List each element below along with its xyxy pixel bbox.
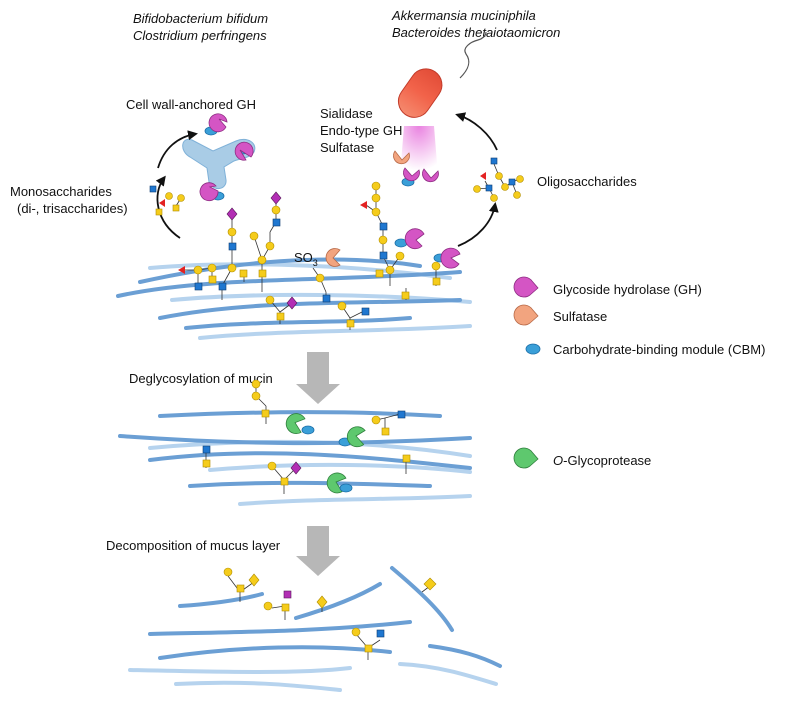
pacman-salmon-icon [513,304,539,326]
bacterium-name-bacteroides: Bacteroides thetaiotaomicron [392,25,560,40]
step-deglycosylation-label: Deglycosylation of mucin [129,371,273,386]
legend-label-gh: Glycoside hydrolase (GH) [553,282,702,297]
secretion-glow [400,126,438,176]
cell-wall-anchored-gh-icon [182,113,256,202]
left-cycle-arrow-up [155,175,181,239]
pacman-magenta-icon [513,276,539,298]
mucin-glycans-top [178,181,441,330]
enzymes-top-layer [325,228,461,269]
bacterium-icon [397,31,487,176]
step-arrow-1 [296,352,340,404]
bacterium-name-clostridium: Clostridium perfringens [133,28,267,43]
enzyme-endo-type-gh: Endo-type GH [320,123,402,138]
sulfate-label: SO3 [294,250,318,268]
oligosaccharides-label: Oligosaccharides [537,174,637,189]
legend-label-sulfatase: Sulfatase [553,309,607,324]
legend-item-o-glycoprotease: O-Glycoprotease [513,447,651,469]
legend-label-o-glycoprotease: O-Glycoprotease [553,453,651,468]
legend-item-sulfatase: Sulfatase [513,304,607,326]
monosaccharides-label: Monosaccharides [10,184,112,199]
enzymes-middle-layer [285,413,366,494]
mucin-glycans-bottom [223,567,437,660]
legend: Glycoside hydrolase (GH) Sulfatase Carbo… [513,276,765,469]
pacman-green-icon [513,447,539,469]
released-monosaccharides [149,185,185,216]
enzyme-sialidase: Sialidase [320,106,373,121]
released-enzymes [393,150,439,187]
legend-item-glycoside-hydrolase: Glycoside hydrolase (GH) [513,276,702,298]
bacterium-name-bifidobacterium: Bifidobacterium bifidum [133,11,268,26]
mucus-layer-bottom [128,566,502,692]
right-cycle-arrow-top [455,112,498,151]
bacteria-right-names: Akkermansia muciniphila Bacteroides thet… [391,8,560,40]
bacteria-left-names: Bifidobacterium bifidum Clostridium perf… [133,11,268,43]
enzyme-sulfatase: Sulfatase [320,140,374,155]
ellipse-blue-icon [525,343,541,355]
legend-item-cbm: Carbohydrate-binding module (CBM) [525,342,765,357]
step-decomposition-label: Decomposition of mucus layer [106,538,281,553]
bacterium-name-akkermansia: Akkermansia muciniphila [391,8,536,23]
mucus-layer-top [116,257,472,340]
right-enzyme-list: Sialidase Endo-type GH Sulfatase [320,106,402,155]
di-trisaccharides-label: (di-, trisaccharides) [17,201,128,216]
right-cycle-arrow-up [457,202,499,247]
cell-wall-anchored-gh-label: Cell wall-anchored GH [126,97,256,112]
mucin-glycans-middle [202,379,411,494]
left-cycle-arrow-top [157,130,198,169]
released-oligosaccharides [473,157,524,202]
step-arrow-2 [296,526,340,576]
legend-label-cbm: Carbohydrate-binding module (CBM) [553,342,765,357]
